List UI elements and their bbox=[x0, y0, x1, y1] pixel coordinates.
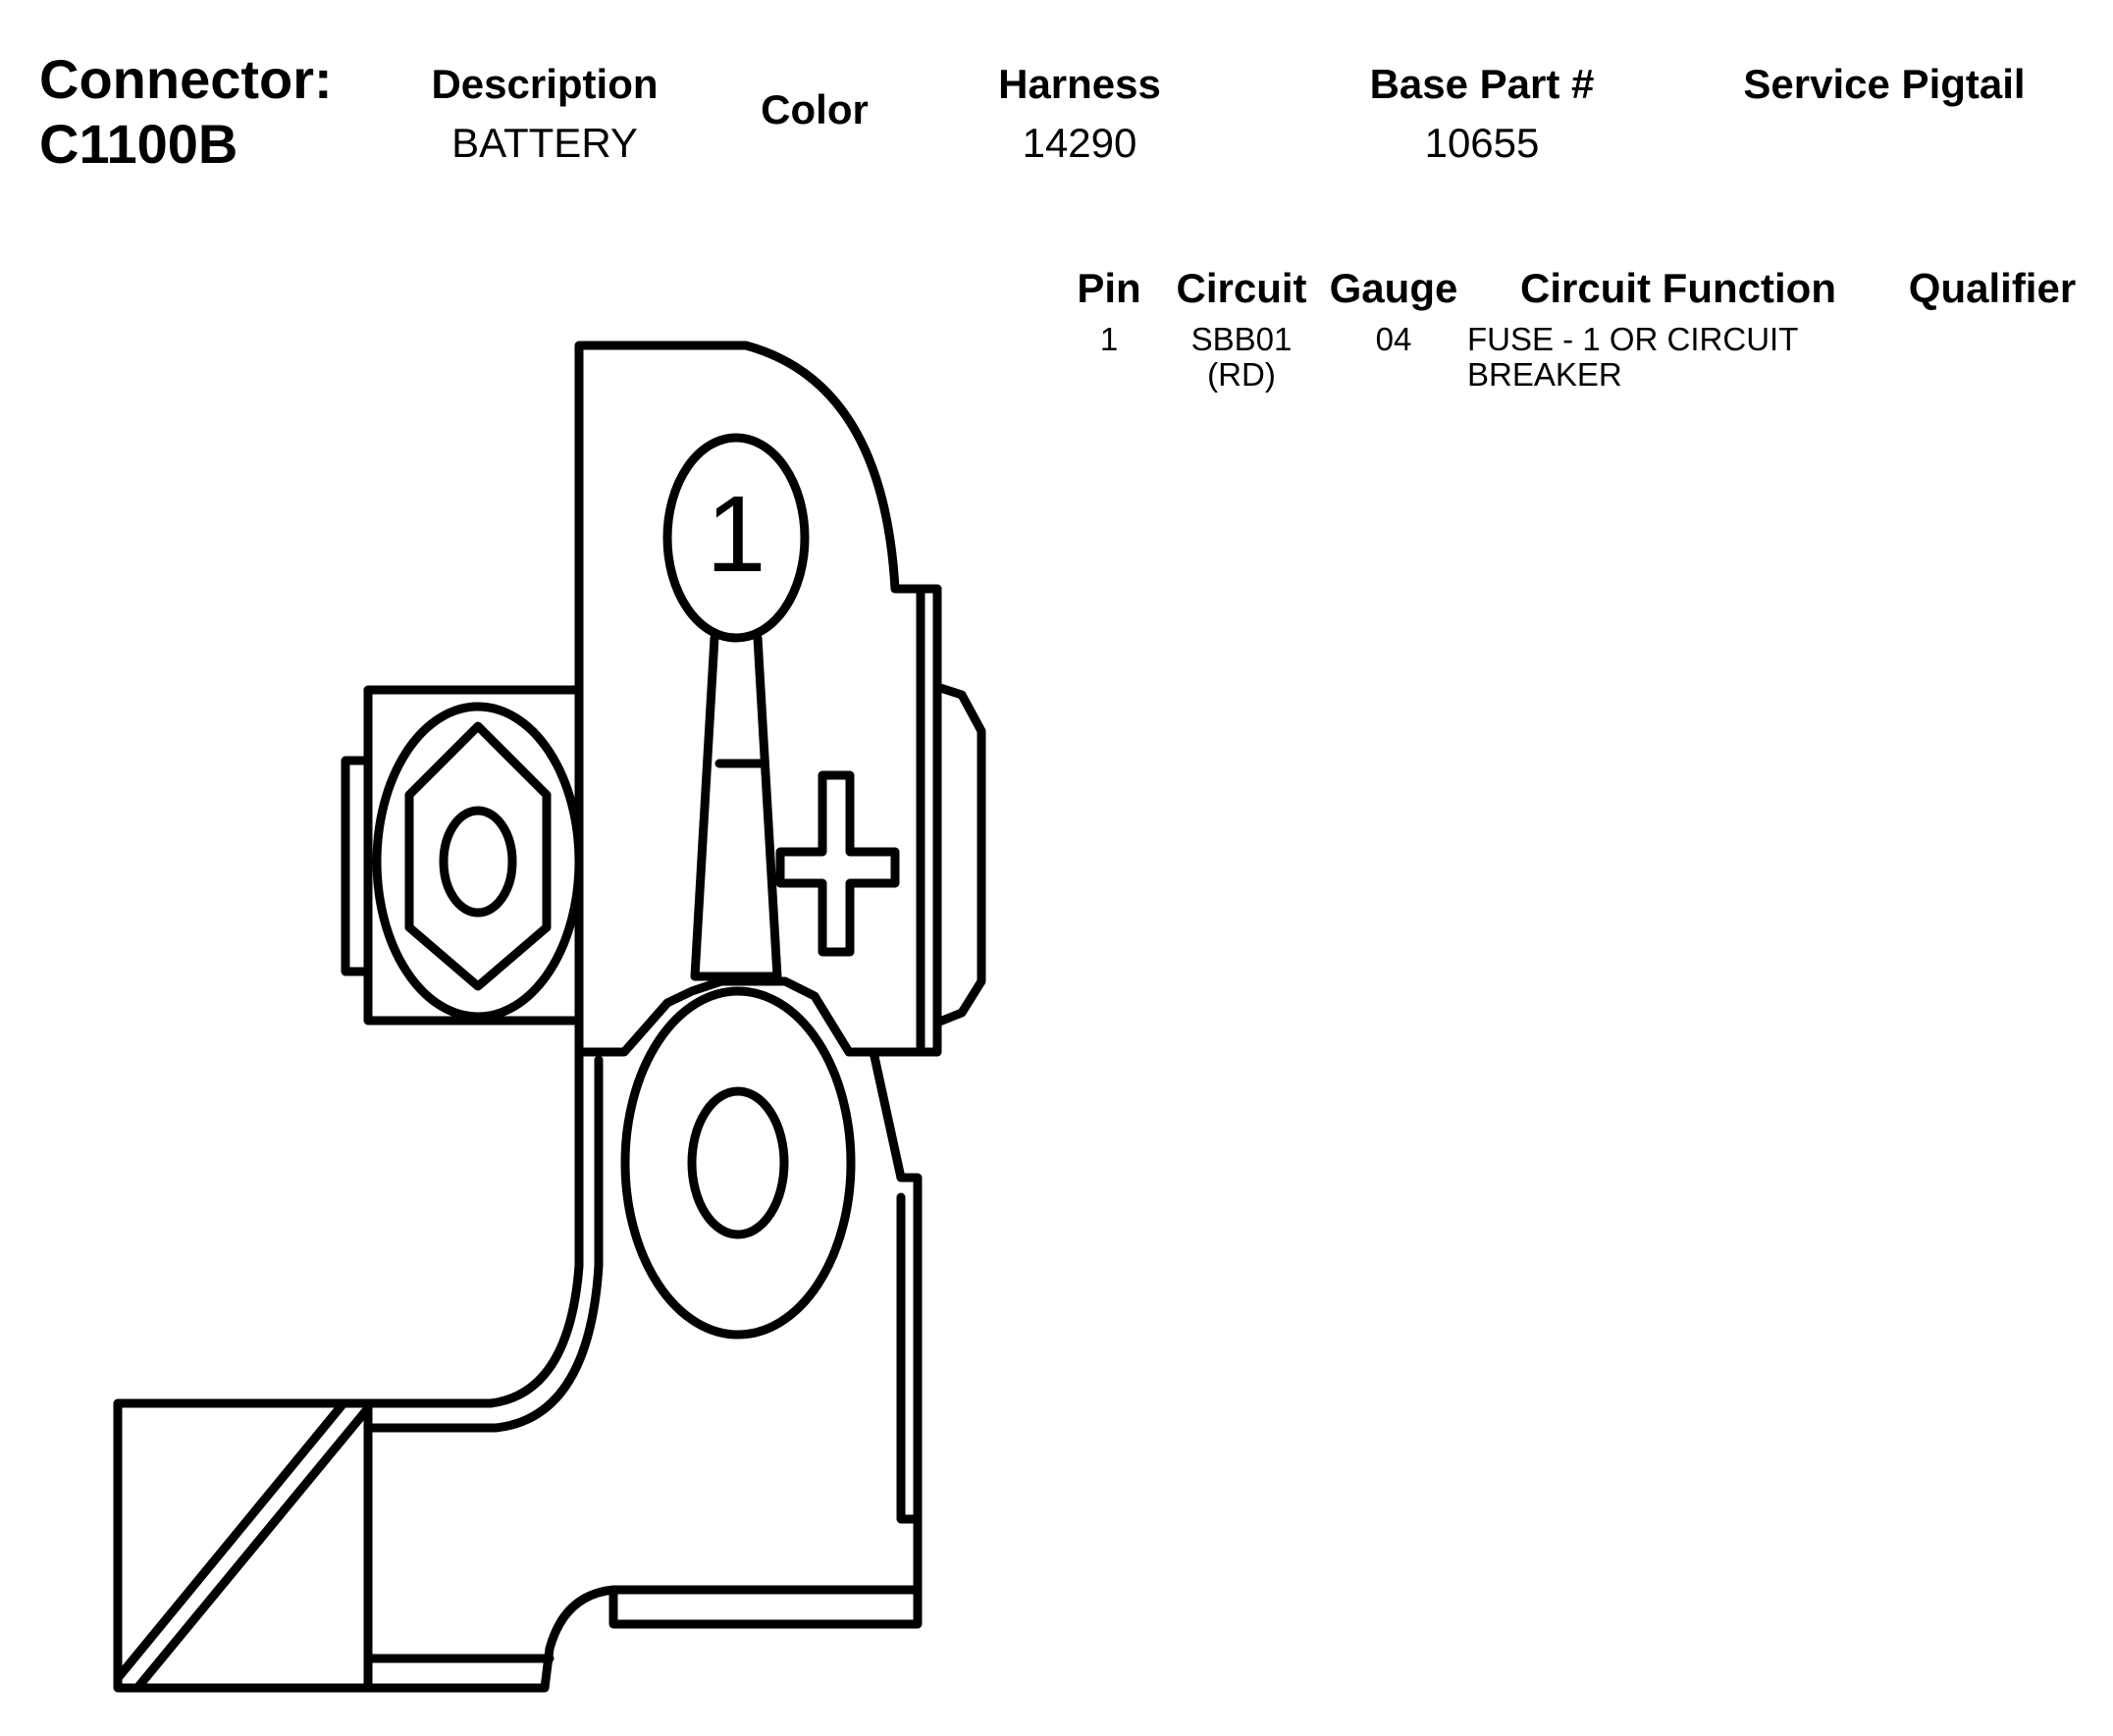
nut-bore bbox=[439, 806, 517, 918]
service-pigtail-label: Service Pigtail bbox=[1743, 61, 2026, 107]
bolt-boss bbox=[620, 986, 856, 1340]
column-header-circuit: Circuit bbox=[1176, 265, 1307, 311]
bracket-outline bbox=[113, 1047, 923, 1693]
bracket-inner bbox=[363, 1055, 604, 1433]
column-header-qualifier: Qualifier bbox=[1908, 265, 2077, 311]
pin-circle bbox=[662, 433, 810, 643]
harness-label: Harness bbox=[998, 61, 1161, 107]
terminal-post bbox=[690, 633, 782, 981]
column-header-gauge: Gauge bbox=[1329, 265, 1458, 311]
row-pin: 1 bbox=[1099, 321, 1119, 357]
diagonal-brace-b bbox=[132, 1403, 373, 1693]
row-circuit-color: (RD) bbox=[1207, 356, 1276, 393]
clamp-ring bbox=[372, 702, 584, 1022]
harness-value: 14290 bbox=[1022, 120, 1137, 166]
row-circuit-function-cont: BREAKER bbox=[1467, 356, 1622, 393]
column-header-pin: Pin bbox=[1077, 265, 1141, 311]
right-strip bbox=[916, 584, 942, 1057]
description-value: BATTERY bbox=[451, 120, 638, 166]
pin-number-label: 1 bbox=[706, 474, 766, 595]
base-part-label: Base Part # bbox=[1369, 61, 1595, 107]
bracket-bottom-lip bbox=[608, 1585, 923, 1629]
connector-label: Connector: bbox=[39, 48, 333, 110]
color-label: Color bbox=[761, 86, 869, 132]
description-label: Description bbox=[431, 61, 659, 107]
bolt-hole bbox=[687, 1086, 789, 1239]
clamp-side-tab bbox=[341, 756, 373, 976]
connector-id: C1100B bbox=[39, 113, 238, 175]
right-tab bbox=[932, 682, 986, 1027]
hex-nut-icon bbox=[404, 721, 552, 991]
diagonal-brace-a bbox=[113, 1398, 348, 1683]
row-gauge: 04 bbox=[1375, 321, 1412, 357]
row-circuit-function: FUSE - 1 OR CIRCUIT bbox=[1467, 321, 1799, 357]
terminal-body-outline bbox=[574, 341, 942, 1057]
base-part-value: 10655 bbox=[1424, 120, 1540, 166]
bracket-right-lip bbox=[896, 1192, 923, 1524]
row-circuit: SBB01 bbox=[1190, 321, 1293, 357]
column-header-circuit-function: Circuit Function bbox=[1520, 265, 1836, 311]
plus-icon bbox=[775, 770, 900, 957]
